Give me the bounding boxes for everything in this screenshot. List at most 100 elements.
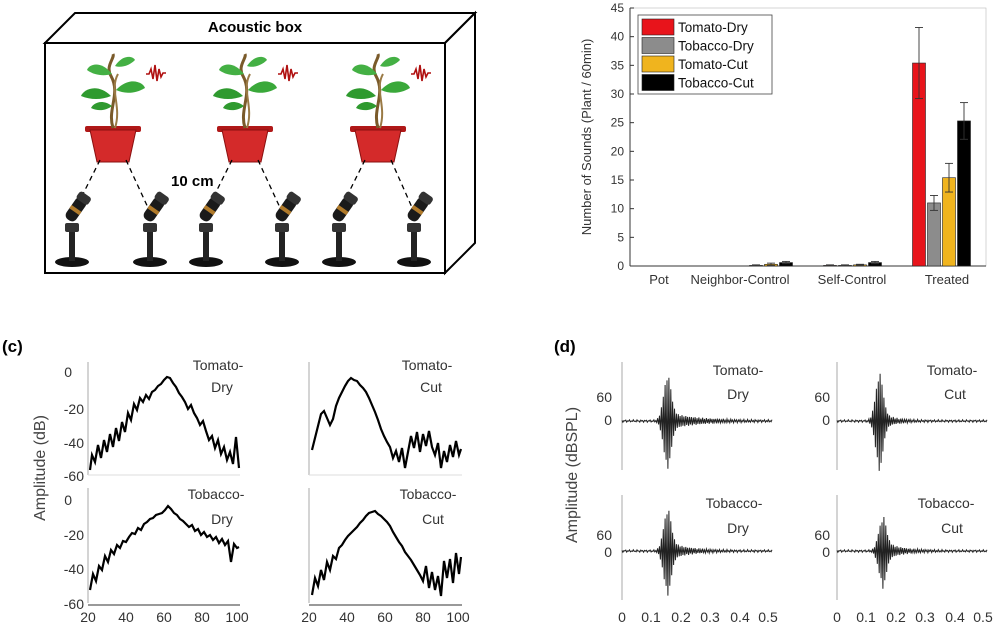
- d-subplot-tomato-cut: 60 0 Tomato- Cut: [814, 362, 988, 471]
- c-x-axis-left: 20 40 60 80 100: [80, 604, 249, 625]
- c-subplot-title-line1: Tobacco-: [188, 486, 245, 502]
- c-ytick: -40: [64, 435, 84, 451]
- d-ytick: 60: [596, 527, 612, 543]
- c-ytick: -20: [64, 401, 84, 417]
- c-xtick: 20: [80, 609, 96, 625]
- legend-swatch: [641, 37, 675, 54]
- d-subplot-title-line2: Cut: [944, 386, 966, 402]
- d-ytick: 0: [604, 544, 612, 560]
- d-xtick: 0.1: [856, 609, 876, 625]
- c-subplot-tobacco-cut: Tobacco- Cut: [308, 486, 463, 603]
- y-tick-label: 5: [617, 230, 624, 244]
- d-xtick: 0.5: [758, 609, 778, 625]
- c-xtick: 20: [301, 609, 317, 625]
- y-tick-label: 15: [611, 173, 625, 187]
- d-ytick: 60: [596, 389, 612, 405]
- d-subplot-title-line2: Dry: [727, 520, 749, 536]
- waveform-curve: [836, 516, 988, 589]
- bar: [927, 202, 941, 267]
- d-xtick: 0.3: [700, 609, 720, 625]
- legend-entry: Tomato-Cut: [678, 57, 748, 72]
- d-xtick: 0.1: [641, 609, 661, 625]
- panel-d-label: (d): [554, 337, 576, 356]
- d-subplot-title-line2: Cut: [941, 520, 963, 536]
- d-xtick: 0: [833, 609, 841, 625]
- sound-waves: [146, 64, 431, 82]
- d-xtick: 0.2: [886, 609, 906, 625]
- spectrum-curve: [88, 375, 241, 471]
- c-xtick: 100: [446, 609, 470, 625]
- d-subplot-title-line2: Dry: [727, 386, 749, 402]
- d-subplot-title-line1: Tomato-: [713, 362, 764, 378]
- legend-swatch: [641, 18, 675, 36]
- d-x-axis-left: 0 0.1 0.2 0.3 0.4 0.5: [618, 609, 778, 625]
- panel-c-label: (c): [2, 337, 23, 356]
- legend-entry: Tomato-Dry: [678, 20, 748, 35]
- sound-wave-icon: [411, 64, 431, 82]
- x-tick-label: Neighbor-Control: [691, 272, 790, 287]
- d-xtick: 0.2: [671, 609, 691, 625]
- y-tick-label: 40: [611, 30, 625, 44]
- c-ytick: -40: [64, 561, 84, 577]
- y-tick-label: 35: [611, 58, 625, 72]
- c-ytick: -60: [64, 596, 84, 612]
- d-ytick: 0: [604, 412, 612, 428]
- acoustic-box-title: Acoustic box: [208, 19, 303, 36]
- y-axis-label: Number of Sounds (Plant / 60min): [579, 39, 594, 236]
- legend-entry: Tobacco-Dry: [678, 39, 754, 54]
- c-subplot-title-line1: Tobacco-: [400, 486, 457, 502]
- d-subplot-title-line1: Tobacco-: [918, 495, 975, 511]
- c-subplot-title-line1: Tomato-: [193, 357, 244, 373]
- c-x-axis-right: 20 40 60 80 100: [301, 604, 470, 625]
- c-xtick: 100: [225, 609, 249, 625]
- spectrum-curve: [310, 376, 463, 469]
- c-subplot-title-line2: Cut: [420, 379, 442, 395]
- y-tick-label: 20: [611, 144, 625, 158]
- d-xtick: 0.4: [945, 609, 965, 625]
- panel-c: (c) Amplitude (dB) 0 -20 -40 -60 Tomato-…: [2, 337, 470, 625]
- legend-swatch: [641, 74, 675, 91]
- sound-wave-icon: [146, 64, 166, 82]
- c-subplot-title-line2: Dry: [211, 511, 233, 527]
- legend-swatch: [641, 55, 675, 73]
- c-xtick: 60: [156, 609, 172, 625]
- d-xtick: 0.3: [915, 609, 935, 625]
- panel-d: (d) Amplitude (dBSPL) 60 0 Tomato- Dry 6…: [554, 337, 993, 625]
- c-ytick: 0: [64, 492, 72, 508]
- c-subplot-title-line2: Dry: [211, 379, 233, 395]
- panel-d-y-axis-label: Amplitude (dBSPL): [564, 407, 581, 543]
- d-subplot-title-line1: Tomato-: [927, 362, 978, 378]
- legend: Tomato-DryTobacco-DryTomato-CutTobacco-C…: [637, 14, 773, 95]
- d-x-axis-right: 0 0.1 0.2 0.3 0.4 0.5: [833, 609, 993, 625]
- c-subplot-title-line1: Tomato-: [402, 357, 453, 373]
- d-subplot-title-line1: Tobacco-: [706, 495, 763, 511]
- y-tick-label: 0: [617, 259, 624, 273]
- c-subplot-tomato-dry: 0 -20 -40 -60 Tomato- Dry: [64, 357, 244, 484]
- waveform-curve: [621, 510, 773, 596]
- c-xtick: 60: [377, 609, 393, 625]
- d-subplot-tobacco-cut: 60 0 Tobacco- Cut: [814, 495, 988, 600]
- c-ytick: -60: [64, 468, 84, 484]
- legend-entry: Tobacco-Cut: [678, 76, 754, 91]
- spectrum-curve: [88, 504, 240, 591]
- sound-wave-icon: [278, 64, 298, 82]
- c-subplot-tobacco-dry: 0 -20 -40 -60 Tobacco- Dry: [64, 486, 245, 612]
- waveform-curve: [836, 373, 988, 471]
- panel-c-y-axis-label: Amplitude (dB): [32, 415, 49, 521]
- d-xtick: 0.4: [730, 609, 750, 625]
- c-xtick: 80: [415, 609, 431, 625]
- c-ytick: 0: [64, 364, 72, 380]
- y-tick-label: 45: [611, 1, 625, 15]
- d-subplot-tobacco-dry: 60 0 Tobacco- Dry: [596, 495, 773, 600]
- distance-label: 10 cm: [171, 173, 214, 190]
- c-xtick: 40: [118, 609, 134, 625]
- c-subplot-tomato-cut: Tomato- Cut: [308, 357, 463, 476]
- c-xtick: 80: [194, 609, 210, 625]
- x-tick-label: Treated: [925, 272, 969, 287]
- d-xtick: 0.5: [973, 609, 993, 625]
- y-tick-label: 10: [611, 202, 625, 216]
- c-subplot-title-line2: Cut: [422, 511, 444, 527]
